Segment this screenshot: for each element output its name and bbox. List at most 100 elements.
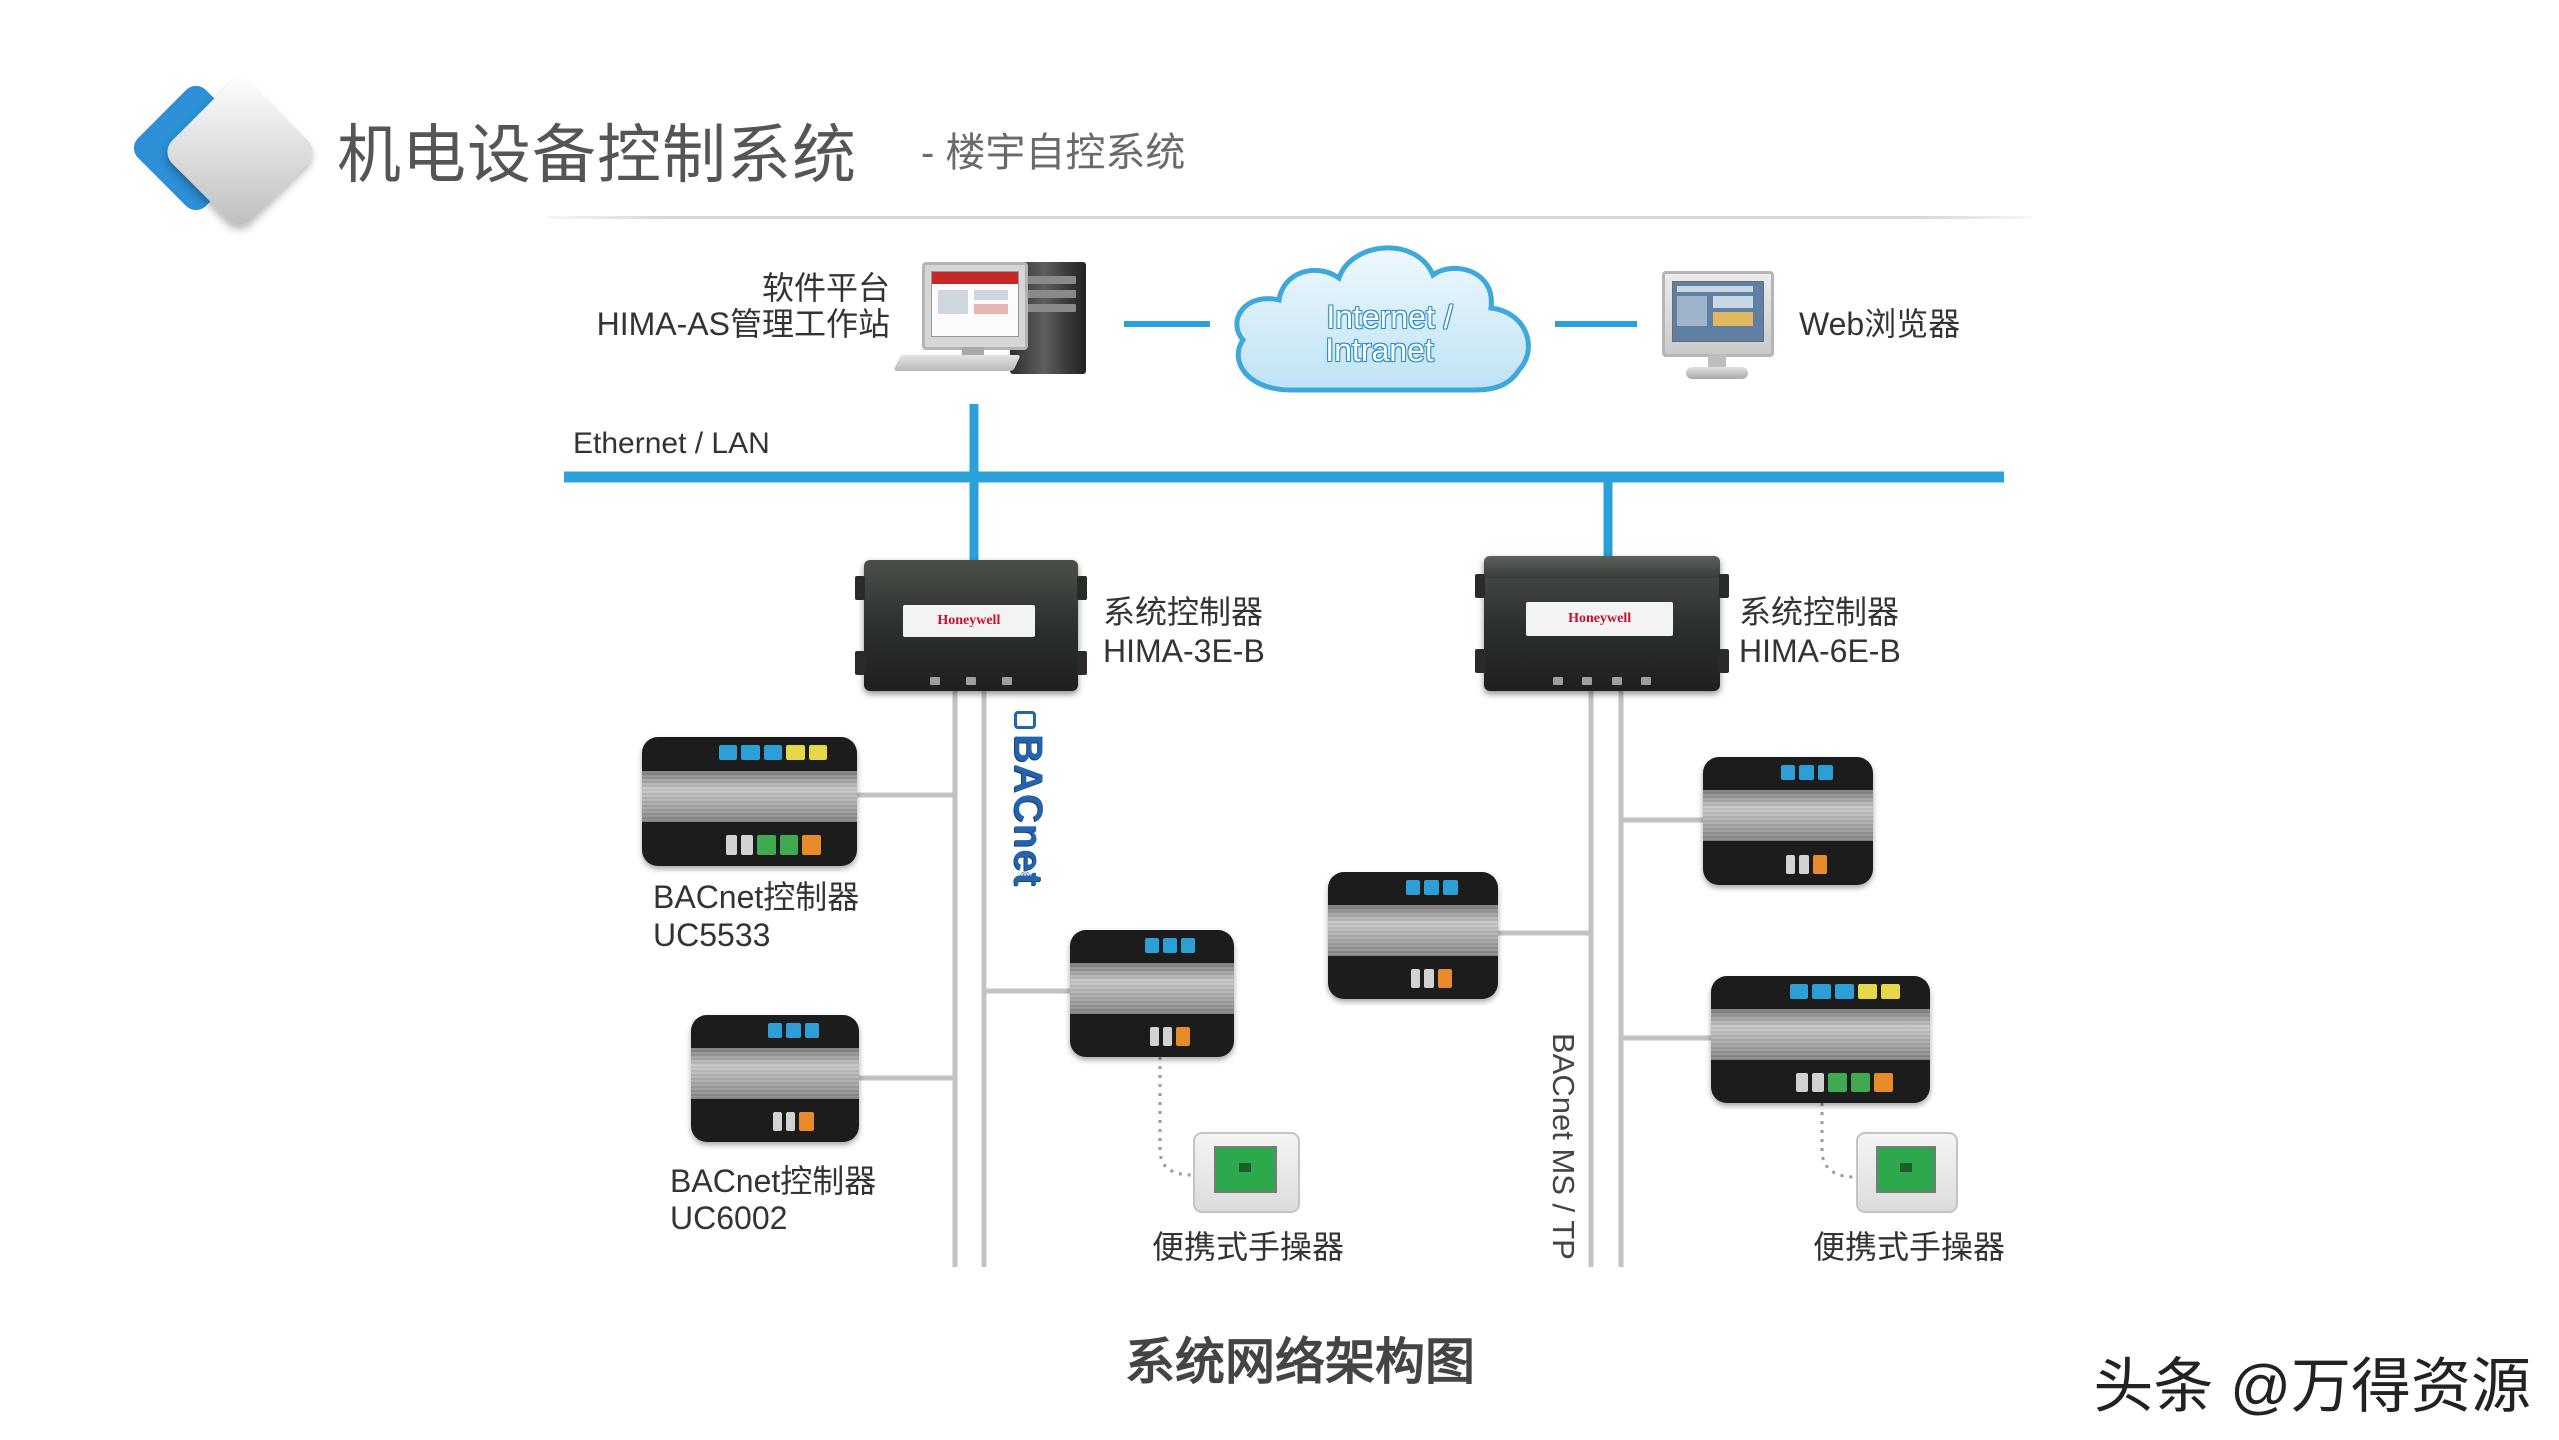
- terminal-block: [1873, 1072, 1893, 1093]
- terminal-block: [1163, 937, 1178, 953]
- handheld-right-cable: [1820, 1103, 1857, 1179]
- terminal-block: [1857, 983, 1877, 999]
- handheld-screen: [1213, 1145, 1278, 1194]
- screen-panel: [1677, 296, 1707, 326]
- port-row: [918, 677, 1025, 685]
- uc5533-label-line1: BACnet控制器: [653, 879, 860, 915]
- terminal-block: [808, 745, 828, 760]
- mounting-tab: [1077, 576, 1087, 600]
- terminal-block: [1880, 983, 1900, 999]
- terminal-strip-top: [691, 1015, 859, 1045]
- bacnet-controller-bottom-right: [1711, 976, 1930, 1103]
- page-subtitle: - 楼宇自控系统: [921, 131, 1186, 175]
- browser-monitor-stand: [1708, 354, 1726, 368]
- uc6002-label-line2: UC6002: [670, 1200, 788, 1236]
- port: [965, 677, 976, 685]
- terminal-block: [719, 745, 738, 760]
- bacnet-controller-middle-left: [1070, 930, 1234, 1057]
- terminal-block: [779, 835, 799, 856]
- screen-panel: [1677, 286, 1753, 292]
- terminal-block: [763, 745, 783, 760]
- terminal-strip-bottom: [642, 825, 857, 866]
- terminal-strip-top: [1070, 930, 1234, 960]
- system-controller-right-label-line2: HIMA-6E-B: [1739, 633, 1901, 669]
- screen-panel: [974, 290, 1008, 300]
- bacnet-controller-uc5533: [642, 737, 857, 866]
- handheld-left-cable: [1158, 1057, 1194, 1177]
- terminal-strip-top: [1328, 872, 1498, 902]
- system-controller-hima-3e-b: Honeywell: [855, 560, 1087, 691]
- mounting-tab: [1719, 649, 1729, 673]
- system-controller-left-label-line2: HIMA-3E-B: [1103, 633, 1265, 669]
- terminal-block: [1817, 764, 1833, 780]
- page-title: 机电设备控制系统: [337, 119, 857, 191]
- uc5533-label-line2: UC5533: [653, 917, 771, 953]
- handheld-left-label: 便携式手操器: [1152, 1229, 1345, 1265]
- brand-logo: Honeywell: [1568, 610, 1632, 626]
- bacnet-controller-middle-right: [1328, 872, 1498, 999]
- monitor-stand: [962, 347, 984, 355]
- terminal-block: [773, 1111, 783, 1132]
- metal-cover: [1703, 790, 1873, 842]
- terminal-block: [1789, 983, 1809, 999]
- header-divider: [548, 216, 2032, 219]
- screen-panel: [938, 290, 968, 314]
- brand-plate: Honeywell: [902, 604, 1036, 638]
- metal-cover: [1070, 963, 1234, 1014]
- terminal-block: [1411, 968, 1421, 989]
- workstation-label-line2: HIMA-AS管理工作站: [596, 306, 890, 342]
- handheld-screen: [1875, 1145, 1937, 1194]
- uc6002-label-line1: BACnet控制器: [670, 1163, 877, 1199]
- port: [1001, 677, 1012, 685]
- screen-panel: [974, 304, 1008, 314]
- cloud-shape: [1234, 245, 1531, 393]
- terminal-block: [767, 1022, 783, 1038]
- terminal-block: [1812, 854, 1828, 875]
- bacnet-mstp-label: BACnet MS / TP: [1546, 1033, 1581, 1260]
- terminal-block: [741, 835, 754, 856]
- terminal-block: [1799, 854, 1809, 875]
- terminal-block: [1835, 983, 1854, 999]
- terminal-strip-top: [642, 737, 857, 768]
- brand-logo: Honeywell: [937, 612, 1001, 628]
- terminal-block: [725, 835, 738, 856]
- top-ridge: [1484, 556, 1720, 578]
- ethernet-label: Ethernet / LAN: [573, 427, 770, 460]
- mounting-tab: [1475, 574, 1485, 598]
- terminal-block: [1405, 879, 1421, 895]
- terminal-block: [1424, 968, 1434, 989]
- port: [1552, 677, 1563, 685]
- port: [1641, 677, 1652, 685]
- terminal-block: [1812, 983, 1832, 999]
- screen-panel: [1713, 312, 1753, 326]
- mounting-tab: [855, 576, 865, 600]
- port: [1582, 677, 1593, 685]
- terminal-block: [1437, 968, 1453, 989]
- mounting-tab: [1719, 574, 1729, 598]
- port: [930, 677, 941, 685]
- terminal-block: [1150, 1026, 1159, 1047]
- terminal-block: [786, 745, 805, 760]
- workstation-label-line1: 软件平台: [761, 270, 890, 306]
- terminal-strip-top: [1711, 976, 1930, 1006]
- workstation-monitor: [922, 262, 1028, 350]
- screen-header-bar: [932, 272, 1018, 284]
- terminal-block: [1780, 764, 1796, 780]
- terminal-block: [1786, 854, 1796, 875]
- drive-bay: [1020, 276, 1076, 284]
- terminal-block: [802, 835, 821, 856]
- browser-screen: [1672, 281, 1764, 342]
- mounting-tab: [1077, 651, 1087, 675]
- terminal-block: [786, 1111, 796, 1132]
- metal-cover: [691, 1048, 859, 1099]
- metal-cover: [642, 770, 857, 823]
- bacnet-registered-mark: ®: [1020, 868, 1031, 884]
- terminal-block: [1181, 937, 1196, 953]
- cloud-label-line2: Intranet: [1325, 332, 1434, 368]
- handheld-operator-left: [1193, 1132, 1300, 1213]
- screen-indicator: [1900, 1162, 1912, 1172]
- terminal-block: [1812, 1072, 1825, 1093]
- terminal-block: [741, 745, 760, 760]
